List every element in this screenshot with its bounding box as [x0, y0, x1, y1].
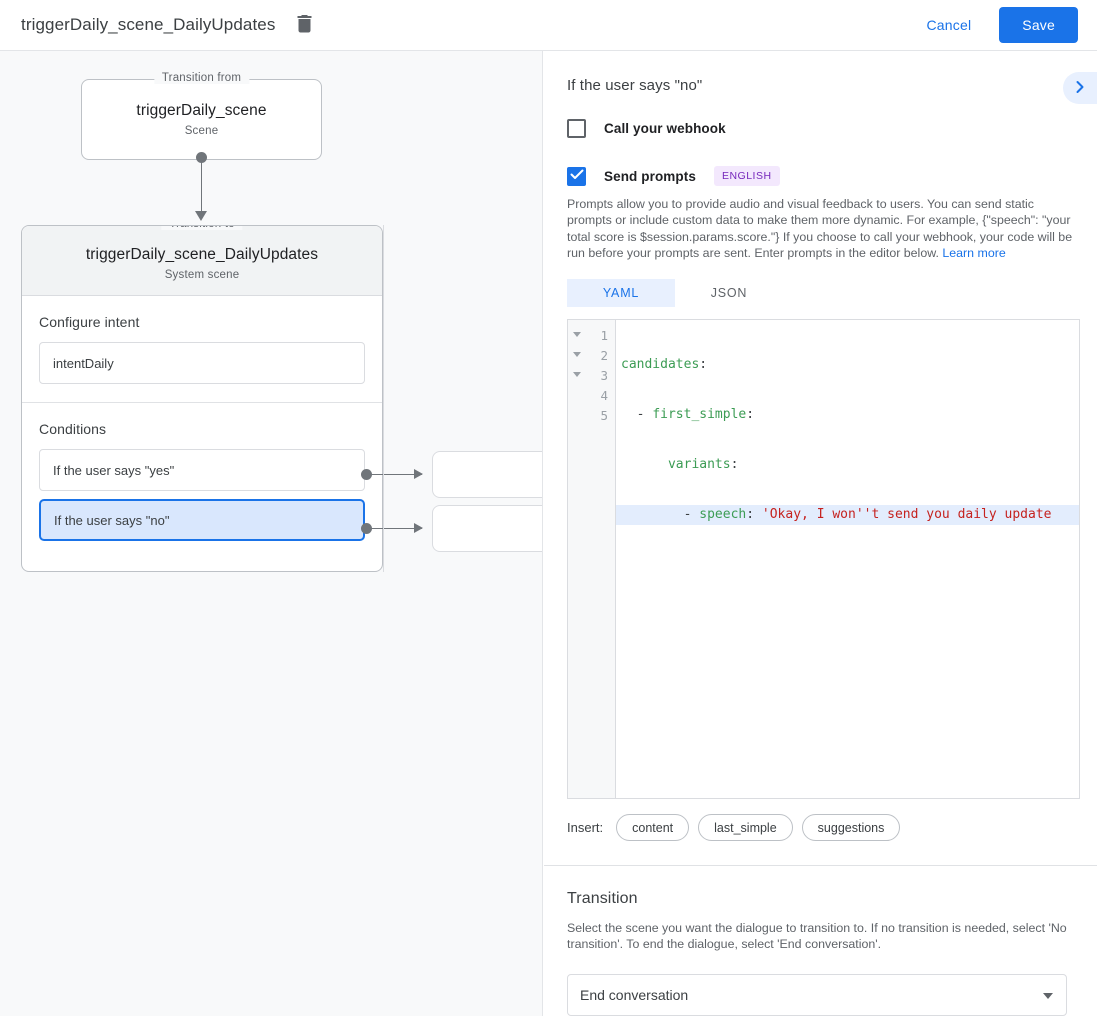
code-line: - first_simple:: [621, 407, 755, 423]
panel-header: If the user says "no": [544, 51, 1097, 104]
line-number: 4: [600, 387, 608, 403]
condition-item-no[interactable]: If the user says "no": [39, 499, 365, 541]
intent-field[interactable]: intentDaily: [39, 342, 365, 384]
insert-chip-content[interactable]: content: [616, 814, 690, 842]
webhook-checkbox[interactable]: [567, 119, 586, 138]
canvas-column-divider: [383, 225, 384, 572]
transition-from-card[interactable]: Transition from triggerDaily_scene Scene: [81, 72, 322, 160]
gutter-row: 5: [568, 405, 615, 425]
checkmark-icon: [570, 167, 584, 185]
transition-from-scene-type: Scene: [184, 125, 219, 137]
insert-chips-row: Insert: content last_simple suggestions: [567, 814, 1097, 842]
tab-yaml[interactable]: YAML: [567, 279, 675, 308]
editor-code-area[interactable]: candidates: - first_simple: variants: - …: [616, 320, 1079, 798]
panel-title: If the user says "no": [567, 77, 703, 94]
transition-description: Select the scene you want the dialogue t…: [567, 921, 1067, 952]
condition-item-yes[interactable]: If the user says "yes": [39, 449, 365, 491]
app-top-bar: triggerDaily_scene_DailyUpdates Cancel S…: [0, 0, 1097, 51]
tab-json[interactable]: JSON: [675, 279, 783, 307]
transition-to-scene-name: triggerDaily_scene_DailyUpdates: [85, 246, 319, 263]
chevron-right-icon: [1072, 79, 1088, 98]
prompt-code-editor[interactable]: 1 2 3 4 5 candidates: - first_simple: va…: [567, 319, 1080, 800]
conditions-title: Conditions: [39, 421, 107, 437]
flow-canvas[interactable]: Transition from triggerDaily_scene Scene…: [0, 51, 543, 1016]
gutter-row: 1: [568, 325, 615, 345]
scene-header: triggerDaily_scene_DailyUpdates System s…: [22, 226, 382, 296]
transition-to-card[interactable]: Transition to triggerDaily_scene_DailyUp…: [21, 225, 383, 572]
line-number: 5: [600, 407, 608, 423]
code-token-key: variants: [667, 457, 731, 473]
gutter-row: 4: [568, 385, 615, 405]
transition-select-value: End conversation: [580, 986, 689, 1003]
transition-select[interactable]: End conversation: [567, 973, 1067, 1016]
chevron-down-icon: [1043, 992, 1053, 999]
transition-from-legend: Transition from: [153, 72, 250, 84]
fold-triangle-icon[interactable]: [573, 352, 581, 358]
prompts-description: Prompts allow you to provide audio and v…: [567, 196, 1074, 261]
language-badge: ENGLISH: [713, 166, 780, 186]
delete-button[interactable]: [290, 11, 318, 39]
fold-triangle-icon[interactable]: [573, 372, 581, 378]
transition-to-legend: Transition to: [161, 226, 243, 230]
target-card-no[interactable]: [432, 505, 542, 552]
condition-yes-out-line: [366, 474, 422, 475]
send-prompts-label: Send prompts: [604, 168, 696, 184]
send-prompts-checkbox[interactable]: [567, 166, 586, 186]
cancel-button[interactable]: Cancel: [913, 8, 986, 42]
code-line: - speech: 'Okay, I won''t send you daily…: [616, 505, 1079, 526]
code-token-key: speech: [699, 507, 747, 523]
line-number: 1: [600, 327, 608, 343]
page-title: triggerDaily_scene_DailyUpdates: [21, 15, 276, 34]
condition-yes-out-arrow-icon: [414, 469, 423, 479]
condition-no-out-line: [366, 528, 422, 529]
transition-to-scene-type: System scene: [164, 269, 240, 281]
transition-from-scene-name: triggerDaily_scene: [136, 102, 267, 119]
connector-arrow-icon: [195, 211, 207, 221]
transition-heading: Transition: [567, 890, 638, 908]
gutter-row: 2: [568, 345, 615, 365]
insert-chip-suggestions[interactable]: suggestions: [801, 814, 901, 842]
configure-intent-title: Configure intent: [39, 314, 140, 330]
line-number: 2: [600, 347, 608, 363]
details-panel: If the user says "no" Call your webhook …: [544, 51, 1097, 1016]
line-number: 3: [600, 367, 608, 383]
target-card-yes[interactable]: [432, 451, 542, 498]
send-prompts-checkbox-row[interactable]: Send prompts ENGLISH: [544, 166, 1097, 186]
fold-triangle-icon[interactable]: [573, 332, 581, 338]
editor-format-tabs: YAML JSON: [567, 279, 1097, 308]
configure-intent-section: Configure intent intentDaily: [22, 296, 382, 402]
prompts-description-text: Prompts allow you to provide audio and v…: [567, 197, 1073, 260]
code-token-key: candidates: [621, 357, 700, 373]
webhook-checkbox-row[interactable]: Call your webhook: [544, 119, 1097, 138]
transition-section: Transition Select the scene you want the…: [544, 866, 1097, 1016]
webhook-label: Call your webhook: [604, 121, 726, 136]
save-button[interactable]: Save: [999, 7, 1078, 43]
code-line: candidates:: [621, 357, 708, 373]
editor-gutter: 1 2 3 4 5: [568, 320, 616, 799]
code-line: [616, 555, 1079, 575]
trash-icon: [297, 14, 312, 36]
gutter-row: 3: [568, 365, 615, 385]
insert-chip-last-simple[interactable]: last_simple: [698, 814, 793, 842]
conditions-section: Conditions If the user says "yes" If the…: [22, 402, 382, 559]
topbar-actions: Cancel Save: [913, 7, 1078, 43]
code-token-string: 'Okay, I won''t send you daily update: [761, 507, 1052, 523]
learn-more-link[interactable]: Learn more: [942, 245, 1006, 260]
connector-line: [201, 157, 202, 217]
condition-no-out-arrow-icon: [414, 523, 423, 533]
expand-panel-button[interactable]: [1063, 72, 1097, 104]
code-line: variants:: [667, 457, 739, 473]
panel-section-divider: [544, 865, 1097, 867]
code-token-key: first_simple: [652, 407, 747, 423]
insert-label: Insert:: [567, 820, 604, 836]
